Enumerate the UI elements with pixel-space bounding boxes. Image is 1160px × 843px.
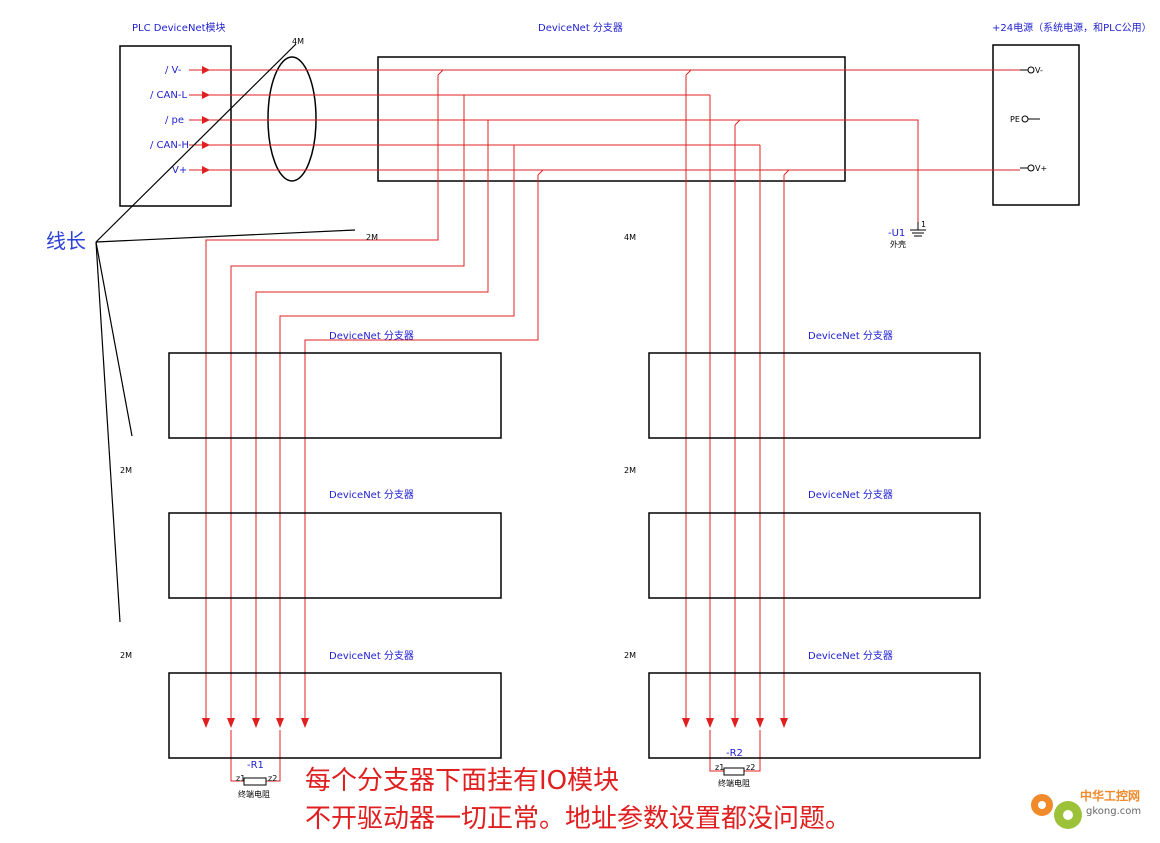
psu-pin-v-minus: V- xyxy=(1035,66,1043,75)
watermark-url: gkong.com xyxy=(1086,806,1141,817)
splitter-label-r1: DeviceNet 分支器 xyxy=(808,330,893,342)
resistor-r1-ref: -R1 xyxy=(247,760,264,771)
resistor-r1-pin2: z2 xyxy=(268,774,277,783)
ground-sub: 外壳 xyxy=(890,239,906,249)
resistor-r1-desc: 终端电阻 xyxy=(238,789,270,799)
plc-pin-pe: / pe xyxy=(165,115,184,126)
right-length-2m-b: 2M xyxy=(624,651,636,660)
cable-bundle-ellipse xyxy=(267,56,317,182)
resistor-r1-pin1: z1 xyxy=(236,774,245,783)
lower-splitter-boxes xyxy=(168,352,981,759)
plc-pin-v-plus: V+ xyxy=(172,165,187,176)
cable-label-4m: 4M xyxy=(292,37,304,46)
splitter-label-l3: DeviceNet 分支器 xyxy=(329,650,414,662)
top-splitter-box xyxy=(377,56,846,182)
plc-pin-v-minus: / V- xyxy=(165,65,182,76)
splitter-label-l2: DeviceNet 分支器 xyxy=(329,489,414,501)
note-line-2: 不开驱动器一切正常。地址参数设置都没问题。 xyxy=(305,804,851,834)
plc-pin-arrows xyxy=(189,66,210,174)
trunk-wires xyxy=(205,69,1020,782)
right-trunk-length: 4M xyxy=(624,233,636,242)
line-length-label: 线长 xyxy=(46,229,86,253)
watermark-cn: 中华工控网 xyxy=(1080,788,1140,803)
line-length-pointers xyxy=(95,43,356,623)
note-line-1: 每个分支器下面挂有IO模块 xyxy=(305,766,619,796)
left-length-2m-b: 2M xyxy=(120,651,132,660)
ground-pin: 1 xyxy=(921,220,926,229)
gear-logo-icon xyxy=(1031,794,1082,829)
splitter-label-r2: DeviceNet 分支器 xyxy=(808,489,893,501)
plc-pin-can-h: / CAN-H xyxy=(150,140,189,151)
resistor-r1-icon xyxy=(243,777,267,786)
ground-icon xyxy=(910,222,926,237)
bottom-arrowheads xyxy=(202,718,788,728)
psu-pin-v-plus: V+ xyxy=(1035,164,1047,173)
plc-title: PLC DeviceNet模块 xyxy=(132,22,226,34)
ground-ref: -U1 xyxy=(888,228,905,239)
psu-box xyxy=(992,44,1080,206)
splitter-label-l1: DeviceNet 分支器 xyxy=(329,330,414,342)
left-trunk-length: 2M xyxy=(366,233,378,242)
psu-title: +24电源（系统电源，和PLC公用） xyxy=(992,21,1152,34)
resistor-r2-ref: -R2 xyxy=(726,748,743,759)
psu-terminals xyxy=(1020,66,1040,172)
resistor-r2-pin1: z1 xyxy=(715,763,724,772)
top-splitter-title: DeviceNet 分支器 xyxy=(538,22,623,34)
right-length-2m-a: 2M xyxy=(624,466,636,475)
splitter-label-r3: DeviceNet 分支器 xyxy=(808,650,893,662)
plc-pin-can-l: / CAN-L xyxy=(150,90,187,101)
left-length-2m-a: 2M xyxy=(120,466,132,475)
plc-module-box xyxy=(119,45,232,207)
resistor-r2-icon xyxy=(723,767,745,776)
psu-pin-pe: PE xyxy=(1010,115,1020,124)
resistor-r2-pin2: z2 xyxy=(746,763,755,772)
resistor-r2-desc: 终端电阻 xyxy=(718,778,750,788)
